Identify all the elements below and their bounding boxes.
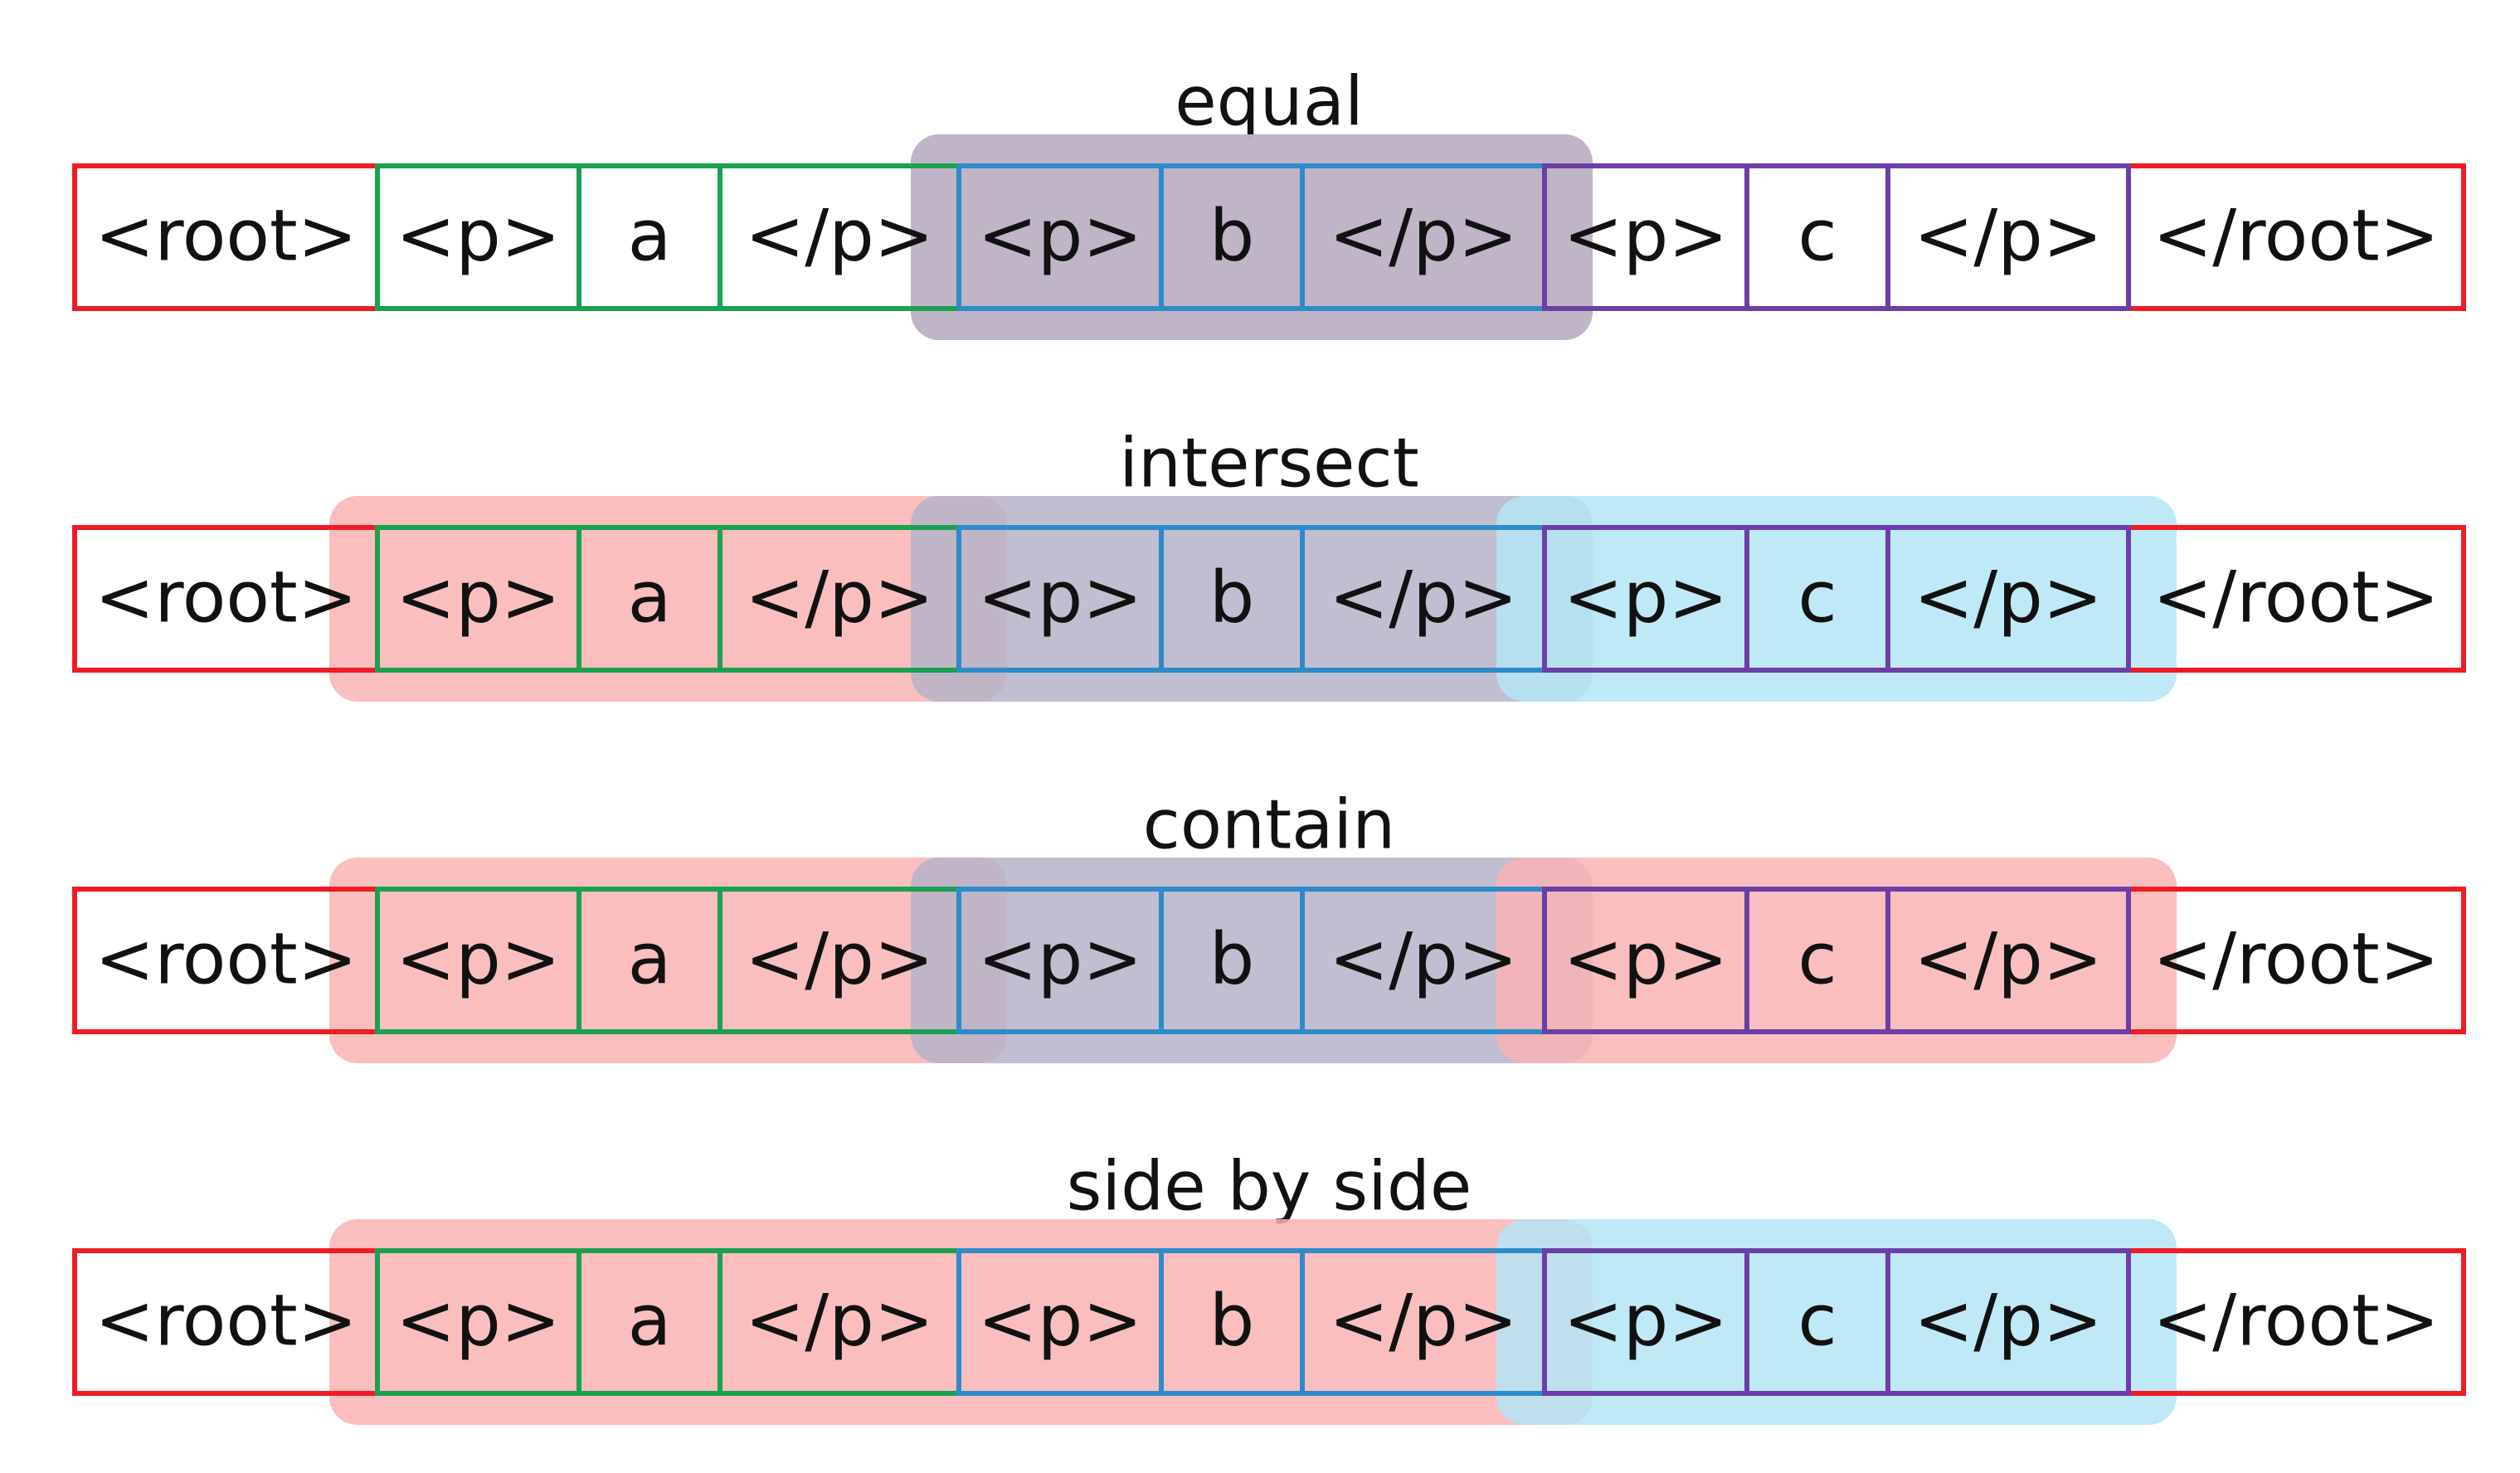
highlight-red — [329, 858, 1007, 1063]
row-title: side by side — [1067, 1147, 1472, 1226]
token-cell: b — [1209, 194, 1255, 277]
highlight-blue — [1496, 1219, 2177, 1425]
token-cell: <p> — [978, 556, 1143, 639]
highlight-overlap — [911, 134, 1593, 340]
token-cell: a — [628, 194, 672, 277]
token-cell: </p> — [1914, 1279, 2103, 1362]
row-3: side by side <root> <p> a </p> <p> b </p> <p> c </… — [72, 1147, 2466, 1425]
token-cell: </root> — [2153, 917, 2440, 1000]
token-cell: </p> — [745, 194, 934, 277]
token-cell: </p> — [745, 1279, 934, 1362]
token-cell: </p> — [1329, 556, 1518, 639]
token-cell: <p> — [1564, 1279, 1729, 1362]
token-cell: a — [628, 917, 672, 1000]
group-outline-c — [1542, 163, 2131, 311]
token-cell: <p> — [978, 917, 1143, 1000]
token-cell: </p> — [1914, 917, 2103, 1000]
highlight-red — [329, 496, 1007, 702]
token-cell: </p> — [745, 917, 934, 1000]
token-cell: b — [1209, 917, 1255, 1000]
row-title: intersect — [1119, 424, 1418, 503]
row-0: equal <root> <p> a </p> <p> b </p> <p> c </p> </roo… — [72, 62, 2466, 340]
token-cell: <p> — [1564, 556, 1729, 639]
highlight-overlap — [911, 496, 1593, 702]
token-cell: <p> — [396, 194, 561, 277]
row-title: contain — [1143, 785, 1395, 864]
token-cell: <root> — [95, 556, 358, 639]
token-cell: <p> — [978, 1279, 1143, 1362]
token-cell: </p> — [1329, 917, 1518, 1000]
token-cell: b — [1209, 556, 1255, 639]
token-cell: <root> — [95, 1279, 358, 1362]
highlight-blue — [1496, 496, 2177, 702]
token-cell: <p> — [1564, 917, 1729, 1000]
highlight-red — [1496, 858, 2177, 1063]
group-outline-c — [1542, 1248, 2131, 1396]
row-1: intersect <root> <p> a </p> <p> b </p> <p> c </p> <… — [72, 424, 2466, 702]
token-cell: c — [1798, 194, 1836, 277]
token-cell: </root> — [2153, 194, 2440, 277]
token-cell: <p> — [396, 1279, 561, 1362]
token-cell: b — [1209, 1279, 1255, 1362]
token-cell: </p> — [1914, 556, 2103, 639]
group-outline-c — [1542, 525, 2131, 673]
token-cell: </p> — [1329, 1279, 1518, 1362]
token-cell: <p> — [396, 917, 561, 1000]
token-cell: <p> — [396, 556, 561, 639]
token-cell: a — [628, 556, 672, 639]
row-2: contain <root> <p> a </p> <p> b </p> <p> c </p> </r… — [72, 785, 2466, 1063]
token-cell: <root> — [95, 917, 358, 1000]
group-outline-c — [1542, 887, 2131, 1034]
token-cell: a — [628, 1279, 672, 1362]
token-cell: c — [1798, 1279, 1836, 1362]
token-cell: c — [1798, 556, 1836, 639]
token-cell: </root> — [2153, 1279, 2440, 1362]
token-cell: </p> — [745, 556, 934, 639]
token-cell: <p> — [1564, 194, 1729, 277]
token-cell: </p> — [1914, 194, 2103, 277]
token-cell: </p> — [1329, 194, 1518, 277]
token-cell: </root> — [2153, 556, 2440, 639]
token-cell: <root> — [95, 194, 358, 277]
token-cell: <p> — [978, 194, 1143, 277]
highlight-overlap — [911, 858, 1593, 1063]
token-cell: c — [1798, 917, 1836, 1000]
row-title: equal — [1175, 62, 1364, 141]
